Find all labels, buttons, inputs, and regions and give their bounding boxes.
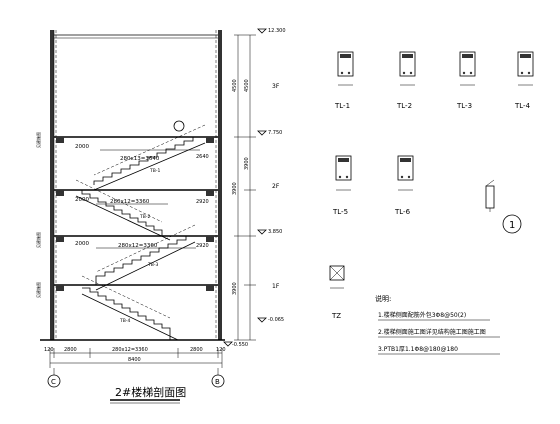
note-3: 3.PTB1厚1.1Φ8@180@180 bbox=[378, 346, 458, 353]
notes-block: 说明: 1.楼梯侧面配筋外包3Φ8@50(2) 2.楼梯侧面施工图详见结构施工图… bbox=[375, 294, 500, 355]
flight-label-tb1: TB-1 bbox=[149, 168, 160, 174]
stair-flight-1b bbox=[81, 287, 179, 341]
note-1: 1.楼梯侧面配筋外包3Φ8@50(2) bbox=[378, 311, 466, 319]
drawing-title-block: 2#楼梯剖面图 bbox=[110, 385, 186, 404]
drawing-title: 2#楼梯剖面图 bbox=[115, 385, 186, 399]
beam-tl6: TL-6 bbox=[394, 155, 414, 216]
right-dim-3: 3900 bbox=[232, 182, 238, 195]
elevation-7750: 7.750 bbox=[268, 130, 282, 136]
beam-sections-row1: TL-1 TL-2 TL-3 TL-4 bbox=[334, 51, 534, 110]
beam-tl5-label: TL-5 bbox=[332, 208, 348, 216]
flight-dim-2: 280x12=3360 bbox=[110, 199, 150, 205]
left-note-1: 见建施图 bbox=[35, 132, 41, 148]
axis-bubble-c-icon bbox=[47, 374, 61, 388]
axis-bubbles: C B bbox=[47, 368, 225, 388]
detail-1-icon bbox=[502, 214, 522, 234]
stair-flight-3 bbox=[93, 136, 206, 191]
notes-heading: 说明: bbox=[375, 294, 391, 303]
beam-tl5: TL-5 bbox=[332, 155, 352, 216]
flight-dimensions: 280x13=3640 280x12=3360 280x12=3360 2000… bbox=[75, 144, 209, 249]
landing-dim-1: 2000 bbox=[75, 144, 89, 150]
floor-label-3f: 3F bbox=[272, 83, 280, 90]
bottom-dim-a: 120 bbox=[44, 347, 54, 353]
detail-callout-icon bbox=[173, 120, 185, 132]
elevation-neg0065: -0.065 bbox=[268, 317, 284, 323]
bottom-dim-e: 120 bbox=[216, 347, 226, 353]
right-dim-2: 4500 bbox=[244, 79, 250, 92]
bottom-dim-d: 2800 bbox=[190, 347, 203, 353]
detail-1: 1 bbox=[502, 214, 522, 234]
elevation-12300: 12.300 bbox=[268, 28, 286, 34]
flight-label-tb3: TB-3 bbox=[147, 262, 158, 268]
floor-label-2f: 2F bbox=[272, 183, 280, 190]
beam-tl6-label: TL-6 bbox=[394, 208, 411, 216]
column-tz: TZ bbox=[329, 265, 345, 320]
bottom-dim-b: 2800 bbox=[64, 347, 77, 353]
floor-label-1f: 1F bbox=[272, 283, 280, 290]
beam-tl1: TL-1 bbox=[334, 51, 354, 110]
axis-bubble-b-icon bbox=[211, 374, 225, 388]
right-dim-4: 3900 bbox=[244, 157, 250, 170]
landing-dim-5: 2000 bbox=[75, 241, 89, 247]
left-notes: 见建施图 见建施图 见建施图 bbox=[35, 132, 41, 298]
stair-flight-1a bbox=[95, 235, 196, 291]
left-note-2: 见建施图 bbox=[35, 232, 41, 248]
landing-dim-2: 2640 bbox=[196, 154, 209, 160]
column-tz-label: TZ bbox=[331, 312, 341, 320]
beam-tl4-label: TL-4 bbox=[514, 102, 531, 110]
bottom-dim-total: 8400 bbox=[128, 357, 141, 363]
beam-tl3: TL-3 bbox=[456, 51, 476, 110]
flight-dim-1: 280x12=3360 bbox=[118, 243, 158, 249]
elevation-3850: 3.850 bbox=[268, 229, 282, 235]
elevation-marks: 12.300 7.750 3.850 -0.065 -0.550 bbox=[223, 28, 286, 348]
flight-label-tb4: TB-4 bbox=[119, 318, 130, 324]
detail-1-label: 1 bbox=[509, 220, 515, 231]
beam-tl2: TL-2 bbox=[396, 51, 416, 110]
stair-flight-2 bbox=[75, 189, 171, 241]
beam-sections-row2: TL-5 TL-6 1 bbox=[332, 155, 522, 234]
landing-dim-3: 2000 bbox=[75, 197, 89, 203]
beam-tl2-label: TL-2 bbox=[396, 102, 412, 110]
railings bbox=[75, 124, 206, 319]
right-dimension-chain: 4500 4500 3900 3900 3900 bbox=[232, 34, 256, 341]
axis-label-b: B bbox=[215, 378, 220, 386]
bottom-dimensions: 120 2800 280x12=3360 2800 120 8400 bbox=[44, 347, 226, 368]
beam-tl4: TL-4 bbox=[514, 51, 534, 110]
landing-dim-6: 2920 bbox=[196, 243, 209, 249]
elevation-neg0550: -0.550 bbox=[232, 342, 248, 348]
beam-tl1-label: TL-1 bbox=[334, 102, 350, 110]
right-dim-5: 3900 bbox=[232, 282, 238, 295]
note-2: 2.楼梯侧面施工图详见结构施工图施工图 bbox=[378, 328, 486, 336]
bottom-dim-c: 280x12=3360 bbox=[112, 347, 148, 353]
left-note-3: 见建施图 bbox=[35, 282, 41, 298]
landing-dim-4: 2920 bbox=[196, 199, 209, 205]
axis-label-c: C bbox=[51, 378, 56, 386]
flight-dim-3: 280x13=3640 bbox=[120, 156, 160, 162]
floor-labels: 3F 2F 1F bbox=[272, 83, 280, 290]
rebar-detail bbox=[485, 179, 495, 212]
flight-labels: TB-1 TB-2 TB-3 TB-4 bbox=[119, 168, 160, 324]
right-dim-1: 4500 bbox=[232, 79, 238, 92]
section-frame bbox=[40, 30, 225, 341]
beam-tl3-label: TL-3 bbox=[456, 102, 472, 110]
flight-label-tb2: TB-2 bbox=[139, 214, 150, 220]
